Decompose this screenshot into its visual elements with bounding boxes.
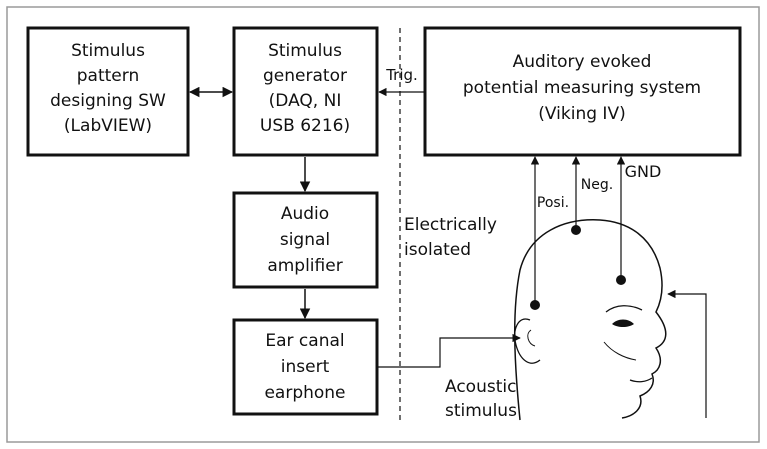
trig-label: Trig. [385, 66, 418, 84]
pattern-sw-line-4: (LabVIEW) [64, 116, 152, 136]
pattern-sw-line-3: designing SW [50, 91, 166, 111]
outer-frame [6, 6, 760, 443]
pattern-sw-line-1: Stimulus [71, 41, 145, 61]
box-stimulus-pattern-sw [26, 26, 190, 157]
aep-line-2: potential measuring system [463, 78, 701, 98]
eye [612, 319, 634, 327]
gnd-label: GND [625, 162, 662, 181]
amplifier-line-2: signal [280, 230, 330, 250]
generator-line-2: generator [263, 66, 347, 86]
earphone-line-1: Ear canal [265, 331, 344, 351]
amplifier-line-3: amplifier [267, 256, 342, 276]
brow [605, 305, 643, 313]
isolated-line-2: isolated [404, 240, 471, 260]
generator-line-4: USB 6216) [260, 116, 350, 136]
cheek [603, 341, 637, 361]
aep-line-1: Auditory evoked [513, 52, 652, 72]
isolated-line-1: Electrically [404, 215, 497, 235]
acoustic-line [377, 333, 521, 368]
amplifier-line-1: Audio [281, 204, 329, 224]
earphone-line-3: earphone [264, 383, 345, 403]
box-audio-amplifier [232, 191, 379, 289]
earphone-line-2: insert [281, 357, 330, 377]
head-outline [513, 219, 667, 421]
pattern-sw-line-2: pattern [77, 66, 139, 86]
ear-inner [527, 329, 536, 347]
aep-line-3: (Viking IV) [538, 104, 625, 124]
generator-line-1: Stimulus [268, 41, 342, 61]
neg-electrode [571, 225, 581, 235]
box-stimulus-generator [232, 26, 379, 157]
posi-label: Posi. [537, 195, 569, 211]
mouth [629, 377, 653, 383]
ear [514, 318, 541, 364]
right-arrow [667, 289, 707, 418]
acoustic-line-1: Acoustic [445, 377, 516, 397]
posi-electrode [530, 300, 540, 310]
generator-line-3: (DAQ, NI [269, 91, 342, 111]
acoustic-line-2: stimulus [445, 401, 517, 421]
gnd-electrode [616, 275, 626, 285]
neg-label: Neg. [581, 177, 613, 193]
